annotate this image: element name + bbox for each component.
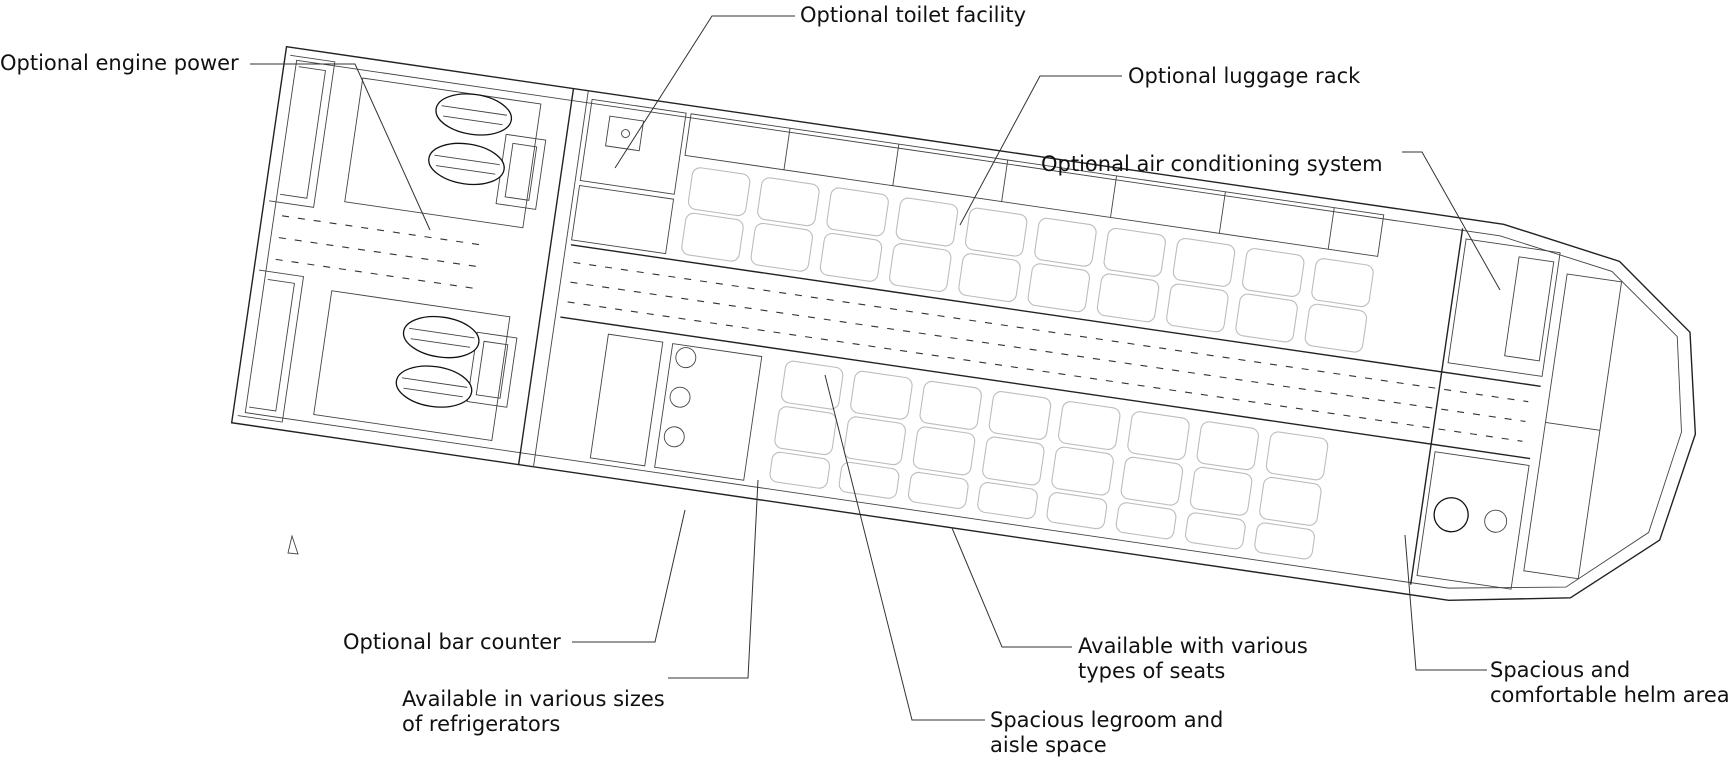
engine-icon [395,365,473,408]
helm-area [1416,451,1530,590]
label-bar: Optional bar counter [343,630,561,654]
engine-icon [402,315,480,359]
engine-icon [435,93,513,136]
label-legroom: Spacious legroom and aisle space [990,708,1223,758]
stern-rail-top [269,54,336,208]
outboard-engines [395,93,513,408]
steering-wheel-icon [1484,509,1508,533]
helm-seat-icon [1433,497,1469,533]
label-toilet: Optional toilet facility [800,3,1027,27]
label-seats: Available with various types of seats [1078,634,1308,684]
lower-seat-block [769,360,1329,560]
label-luggage: Optional luggage rack [1128,64,1361,88]
label-helm-line1: Spacious and [1490,658,1631,682]
label-seats-line2: types of seats [1078,659,1226,683]
stern-rail-bottom [237,269,305,423]
label-helm-line2: comfortable helm area [1490,683,1730,707]
engine-icon [428,142,505,186]
label-legroom-line1: Spacious legroom and [990,708,1224,732]
air-conditioning-unit [1504,256,1555,362]
label-fridge-line1: Available in various sizes [402,687,665,711]
label-legroom-line2: aisle space [990,733,1107,757]
label-fridge: Available in various sizes of refrigerat… [402,687,665,737]
bar-counter [589,333,664,467]
leader-lines [250,15,1501,721]
hull-outline [230,45,1697,601]
label-engine: Optional engine power [0,51,239,75]
upper-seat-block [681,167,1374,353]
toilet-cubicle [579,98,687,195]
label-fridge-line2: of refrigerators [402,712,561,736]
label-aircon: Optional air conditioning system [1041,152,1383,176]
label-helm: Spacious and comfortable helm area [1490,658,1730,708]
label-seats-line1: Available with various [1078,634,1308,658]
refrigerator-area [654,343,763,481]
luggage-rack [684,113,1385,257]
